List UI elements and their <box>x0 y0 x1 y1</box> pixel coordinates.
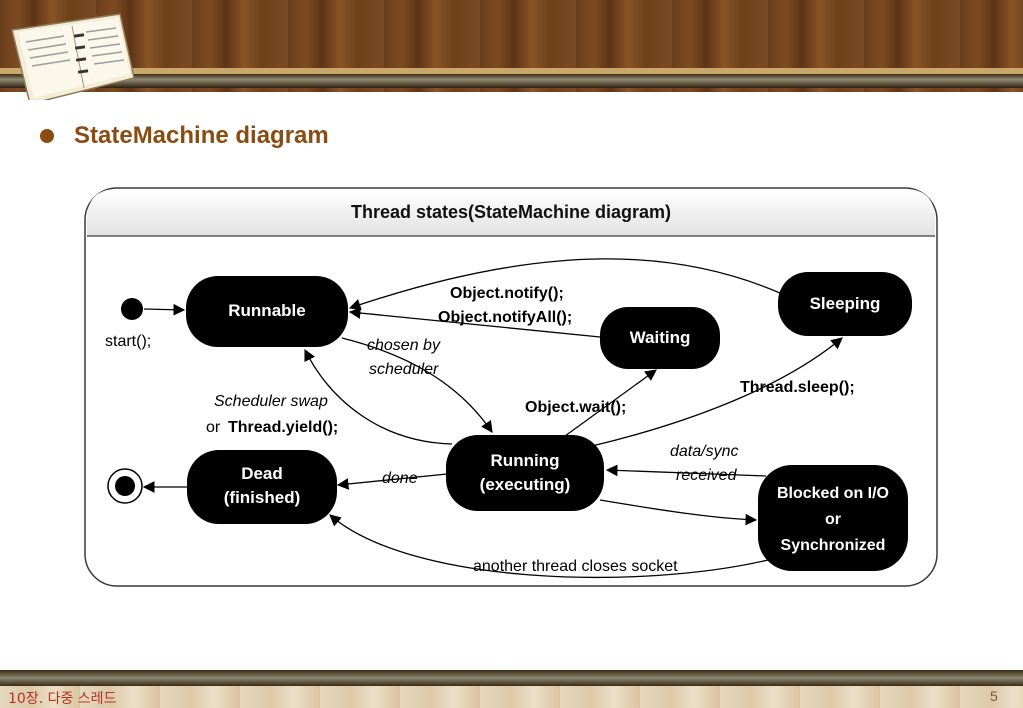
state-waiting <box>600 307 720 369</box>
header-shelf <box>0 74 1023 88</box>
state-machine-diagram: Thread states(StateMachine diagram) Runn… <box>84 187 938 587</box>
state-running-label-1: Running <box>491 451 560 470</box>
state-dead-label-2: (finished) <box>224 488 301 507</box>
transition-running-to-waiting <box>564 369 657 437</box>
header-divider <box>0 68 1023 74</box>
state-runnable <box>186 276 348 347</box>
initial-state-marker <box>121 298 143 320</box>
label-data-2: received <box>676 467 738 484</box>
label-wait: Object.wait(); <box>525 399 626 416</box>
label-sleep: Thread.sleep(); <box>740 379 855 396</box>
transition-start <box>143 303 186 316</box>
label-done: done <box>382 470 418 487</box>
state-blocked-label-2: or <box>825 511 841 528</box>
transition-running-to-blocked <box>599 499 758 526</box>
state-dead-label-1: Dead <box>241 464 283 483</box>
footer-bar <box>0 686 1023 708</box>
section-title: StateMachine diagram <box>74 122 329 149</box>
footer-shelf <box>0 670 1023 686</box>
transition-blocked-to-dead <box>329 514 769 579</box>
transition-running-to-dead <box>336 473 448 490</box>
state-blocked <box>758 465 908 571</box>
transition-runnable-to-running <box>341 337 493 433</box>
label-start: start(); <box>105 333 151 350</box>
label-swap-1: Scheduler swap <box>214 393 328 410</box>
label-notify-1: Object.notify(); <box>450 285 564 302</box>
transition-blocked-to-running <box>605 464 767 477</box>
state-blocked-label-1: Blocked on I/O <box>777 485 889 502</box>
label-chosen-1: chosen by <box>367 337 441 354</box>
label-closes: another thread closes socket <box>473 558 678 575</box>
state-running <box>446 435 604 511</box>
state-dead <box>187 450 337 524</box>
book-icon <box>11 13 135 100</box>
label-data-1: data/sync <box>670 443 738 460</box>
label-notify-2: Object.notifyAll(); <box>438 309 572 326</box>
section-heading: StateMachine diagram <box>40 118 329 154</box>
state-sleeping-label: Sleeping <box>810 294 881 313</box>
diagram-title: Thread states(StateMachine diagram) <box>351 202 671 222</box>
footer-chapter-label: 10장. 다중 스레드 <box>8 691 117 707</box>
state-blocked-label-3: Synchronized <box>781 537 886 554</box>
state-sleeping <box>778 272 912 336</box>
transition-running-to-runnable <box>304 348 453 445</box>
transition-waiting-to-runnable <box>348 307 601 338</box>
label-swap-yield: Thread.yield(); <box>228 419 338 436</box>
bullet-icon <box>40 129 54 143</box>
state-running-label-2: (executing) <box>480 475 571 494</box>
diagram-title-band <box>87 189 935 236</box>
state-runnable-label: Runnable <box>228 301 305 320</box>
transition-sleeping-to-runnable <box>348 258 781 311</box>
label-swap-or: or <box>206 419 221 436</box>
page-number: 5 <box>990 688 998 704</box>
state-waiting-label: Waiting <box>630 328 691 347</box>
transition-running-to-sleeping <box>591 337 843 447</box>
label-chosen-2: scheduler <box>369 361 439 378</box>
